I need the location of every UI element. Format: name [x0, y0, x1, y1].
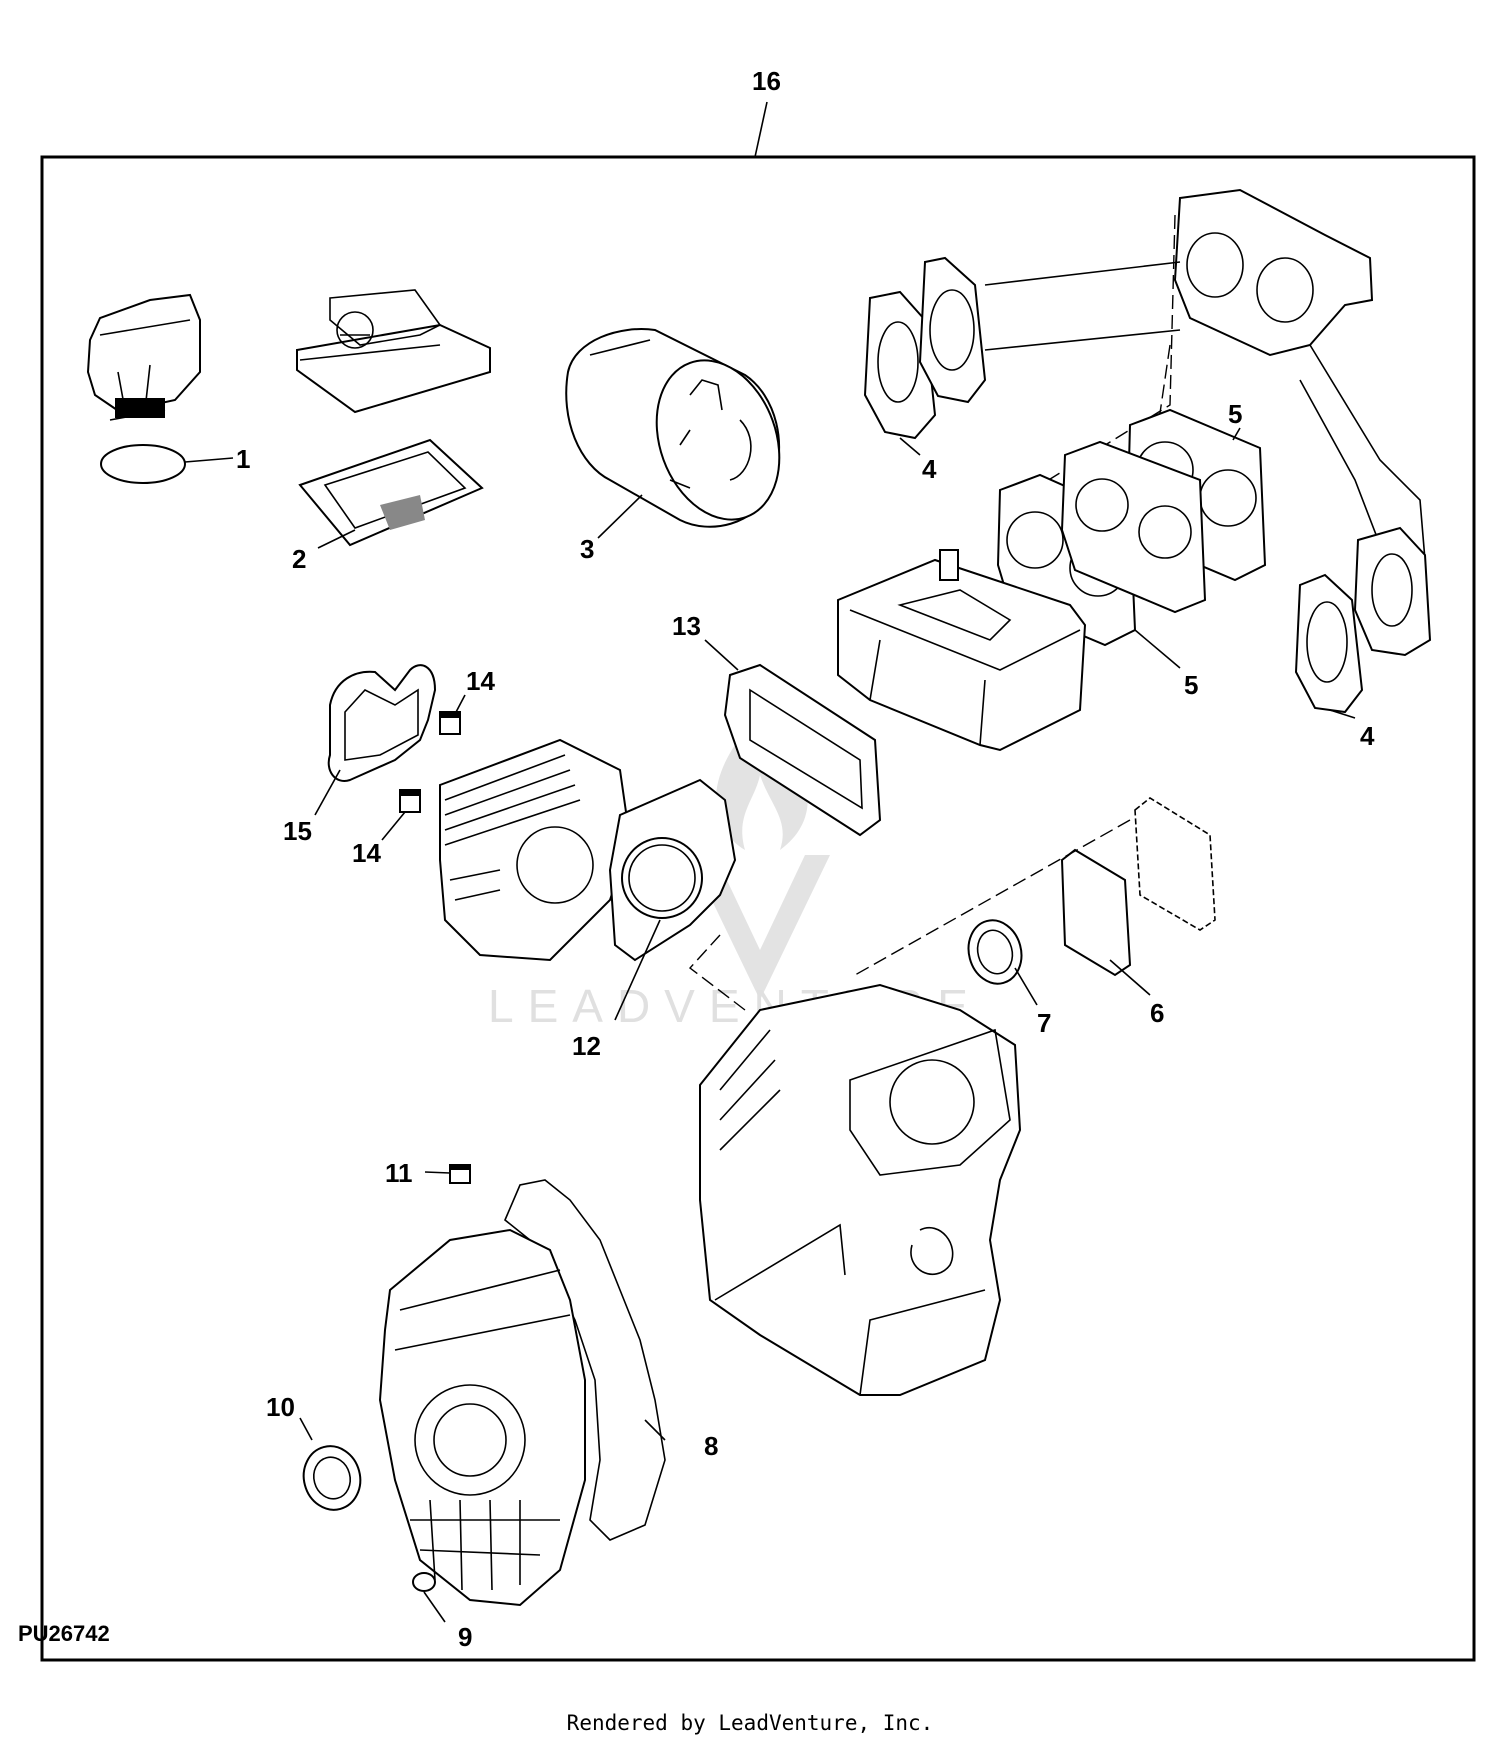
leader-lines	[184, 101, 1356, 1623]
plug-upper	[439, 711, 461, 735]
cover-gasket-front	[1060, 848, 1132, 977]
callout-13: 13	[672, 611, 701, 641]
exhaust-gasket-upper	[863, 256, 987, 440]
valve-cover-gasket	[723, 663, 882, 837]
callout-6: 6	[1150, 998, 1164, 1028]
callout-7: 7	[1037, 1008, 1051, 1038]
breather-gasket	[298, 438, 484, 547]
cylinder-head-right	[837, 549, 1087, 752]
figure-id: PU26742	[18, 1621, 110, 1646]
plug-item-11	[449, 1164, 471, 1184]
callout-5-lower: 5	[1184, 670, 1198, 700]
cover-gasket-rear	[1134, 797, 1216, 931]
exhaust-manifold	[984, 188, 1432, 657]
callout-9: 9	[458, 1622, 472, 1652]
callout-15: 15	[283, 816, 312, 846]
crankcase-cover	[378, 1228, 586, 1607]
exhaust-gasket-lower	[1294, 573, 1364, 714]
cylinder-head-left	[439, 738, 632, 962]
callout-4-lower: 4	[1360, 721, 1375, 751]
callout-4-upper: 4	[922, 454, 937, 484]
plug-lower	[399, 789, 421, 813]
callout-11: 11	[385, 1158, 413, 1188]
oil-filter	[565, 328, 781, 528]
oil-seal-left	[302, 1445, 362, 1511]
breather-cover	[296, 289, 491, 414]
callout-1: 1	[236, 444, 250, 474]
callout-8: 8	[704, 1431, 718, 1461]
oil-fill-cap	[86, 293, 201, 421]
callout-3: 3	[580, 534, 594, 564]
intake-gasket-middle	[1060, 440, 1207, 614]
callout-5-upper: 5	[1228, 399, 1242, 429]
callout-2: 2	[292, 544, 306, 574]
callout-labels: 1 2 3 4 4 5 5 6 7 8 9 10 11 12 13 14 14 …	[236, 66, 1375, 1652]
rocker-cover-gasket	[327, 664, 437, 782]
o-ring-item-9	[412, 1572, 436, 1592]
callout-16: 16	[752, 66, 781, 96]
render-credit: Rendered by LeadVenture, Inc.	[566, 1711, 934, 1735]
kit-frame	[40, 155, 1476, 1662]
callout-14-lower: 14	[352, 838, 381, 868]
head-gasket	[608, 778, 737, 962]
callout-12: 12	[572, 1031, 601, 1061]
oil-seal-right	[967, 919, 1023, 985]
callout-10: 10	[266, 1392, 295, 1422]
crankcase-block	[699, 983, 1022, 1396]
callout-14-upper: 14	[466, 666, 495, 696]
o-ring-item-1	[100, 444, 186, 484]
